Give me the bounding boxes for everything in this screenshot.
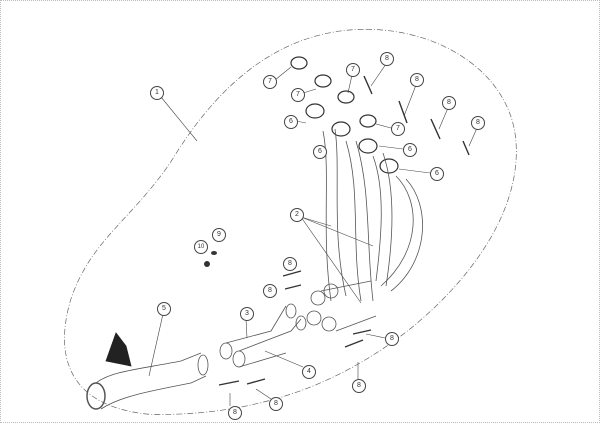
callout-8: 8 [471, 116, 485, 130]
callout-7: 7 [263, 75, 277, 89]
callout-2: 2 [290, 208, 304, 222]
callout-4: 4 [302, 365, 316, 379]
callout-10: 10 [194, 240, 208, 254]
callout-8: 8 [410, 73, 424, 87]
callout-7: 7 [291, 88, 305, 102]
callout-8: 8 [352, 379, 366, 393]
callout-8: 8 [269, 397, 283, 411]
callout-8: 8 [380, 52, 394, 66]
callout-7: 7 [346, 63, 360, 77]
header-pipes-part-2 [306, 128, 423, 332]
callout-6: 6 [403, 143, 417, 157]
callout-8: 8 [385, 332, 399, 346]
callout-6: 6 [313, 145, 327, 159]
callout-8: 8 [228, 406, 242, 420]
link-pipe-part-5 [86, 332, 209, 410]
rings-part-7 [290, 56, 377, 128]
collector-parts-3-4 [219, 303, 307, 368]
callout-5: 5 [157, 302, 171, 316]
callout-8: 8 [442, 96, 456, 110]
callout-8: 8 [283, 257, 297, 271]
kit-boundary [64, 28, 517, 415]
callout-7: 7 [391, 122, 405, 136]
callout-9: 9 [212, 228, 226, 242]
springs-part-8 [218, 75, 470, 386]
callout-6: 6 [430, 167, 444, 181]
fasteners-part-9-10 [204, 251, 217, 267]
callout-3: 3 [240, 307, 254, 321]
leader-lines [148, 63, 478, 406]
callout-6: 6 [284, 115, 298, 129]
callout-8: 8 [263, 284, 277, 298]
callout-1: 1 [150, 86, 164, 100]
gaskets-part-6 [305, 103, 399, 174]
